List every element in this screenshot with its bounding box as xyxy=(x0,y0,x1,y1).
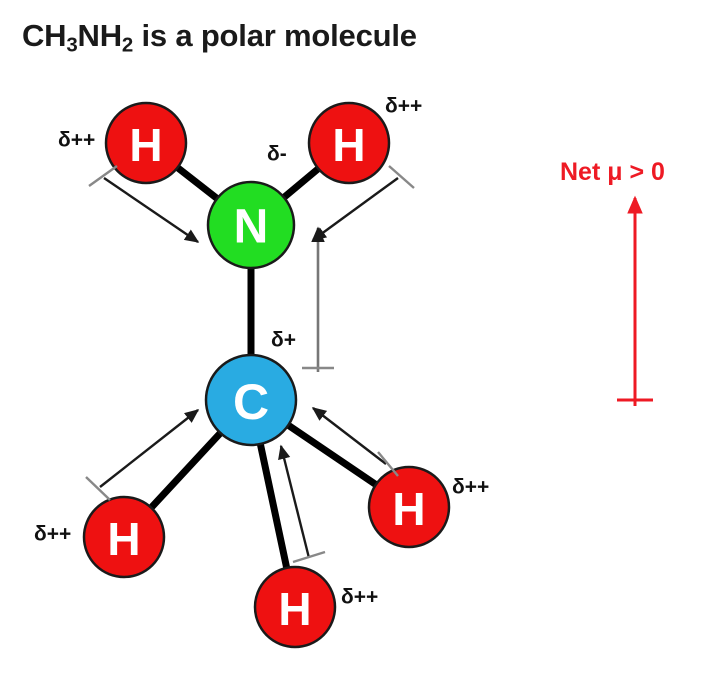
atom-n-center: N xyxy=(206,180,296,270)
dipole-arrow-crossbar xyxy=(85,476,111,501)
dipole-arrow-shaft xyxy=(278,444,311,559)
dipole-c-to-n xyxy=(302,226,334,372)
dipole-arrow-shaft xyxy=(99,409,200,488)
atom-h-bottom-center: H xyxy=(253,565,337,649)
dipole-h-bottom-center-to-c xyxy=(278,444,326,564)
net-dipole-arrow xyxy=(617,195,653,406)
atom-c-center: C xyxy=(204,353,298,447)
title-subscript-3: 3 xyxy=(66,33,78,57)
dipole-arrow-crossbar xyxy=(88,165,118,187)
dipole-arrow-crossbar xyxy=(377,451,399,477)
dipole-arrow-crossbar xyxy=(388,165,415,189)
atom-h-top-left: H xyxy=(104,101,188,185)
atom-symbol-h: H xyxy=(129,119,162,171)
atom-circle-hydrogen xyxy=(307,101,391,185)
charge-label-h-top-left: δ++ xyxy=(58,129,95,152)
charge-label-n: δ- xyxy=(267,143,287,166)
title-suffix: is a polar molecule xyxy=(133,18,418,53)
net-dipole-label: Net μ > 0 xyxy=(560,158,665,186)
atom-circle-hydrogen xyxy=(367,465,451,549)
atom-symbol-c: C xyxy=(233,374,269,430)
dipole-arrow-shaft xyxy=(311,177,399,241)
charge-label-c: δ+ xyxy=(271,329,296,352)
atom-symbol-n: N xyxy=(234,201,269,254)
dipole-arrow-group xyxy=(85,165,415,564)
atom-symbol-h: H xyxy=(107,513,140,565)
charge-label-h-bottom-left: δ++ xyxy=(34,523,71,546)
atom-symbol-h: H xyxy=(332,119,365,171)
atom-h-bottom-left: H xyxy=(82,495,166,579)
atom-symbol-h: H xyxy=(392,483,425,535)
atom-symbol-h: H xyxy=(278,583,311,635)
charge-label-h-bottom-center: δ++ xyxy=(341,586,378,609)
title-formula-ch: CH xyxy=(22,18,67,53)
atom-circle-hydrogen xyxy=(104,101,188,185)
page-title: CH3NH2 is a polar molecule xyxy=(22,18,417,58)
title-subscript-2: 2 xyxy=(121,33,134,57)
atom-h-top-right: H xyxy=(307,101,391,185)
title-formula-nh: NH xyxy=(77,18,123,53)
charge-label-h-top-right: δ++ xyxy=(385,95,422,118)
atom-circle-hydrogen xyxy=(253,565,337,649)
charge-label-h-bottom-right: δ++ xyxy=(452,476,489,499)
dipole-arrow-crossbar xyxy=(292,550,326,564)
atom-circle-carbon xyxy=(204,353,298,447)
dipole-h-bottom-left-to-c xyxy=(85,409,200,501)
dipole-arrow-shaft xyxy=(103,177,200,243)
atom-group: H H N C H H H xyxy=(82,101,451,649)
atom-circle-hydrogen xyxy=(82,495,166,579)
atom-h-bottom-right: H xyxy=(367,465,451,549)
dipole-arrow-shaft xyxy=(311,407,387,465)
dipole-h-top-right-to-n xyxy=(311,165,415,241)
atom-circle-nitrogen xyxy=(206,180,296,270)
dipole-h-bottom-right-to-c xyxy=(311,407,399,477)
dipole-h-top-left-to-n xyxy=(88,165,200,243)
partial-charge-label-group: δ++ δ++ δ- δ+ δ++ δ++ δ++ xyxy=(34,95,489,609)
